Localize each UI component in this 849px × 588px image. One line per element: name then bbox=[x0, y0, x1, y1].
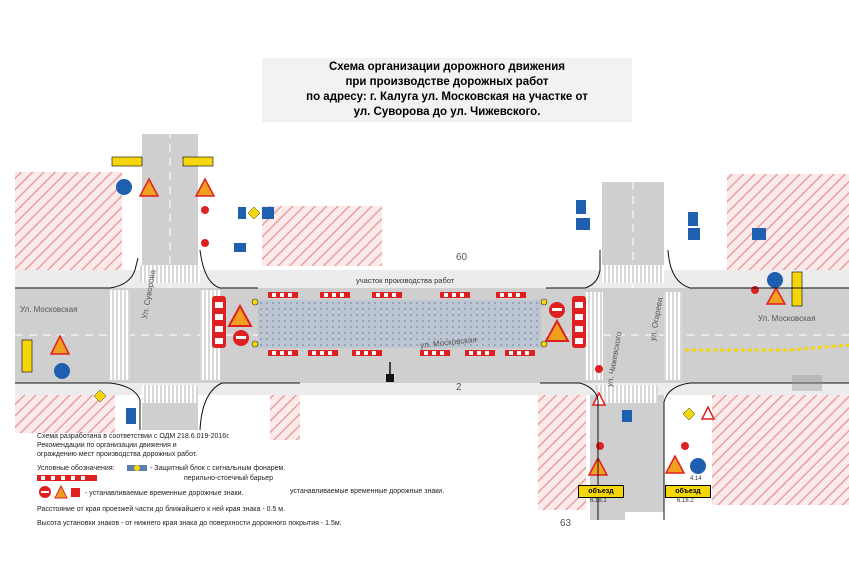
barrier-left-end bbox=[212, 296, 226, 348]
crosswalks bbox=[110, 265, 682, 403]
legend-signs-icon bbox=[39, 484, 80, 499]
note-distance: Расстояние от края проезжей части до бли… bbox=[37, 506, 286, 513]
legend-block: - Защитный блок с сигнальным фонарем. bbox=[150, 465, 286, 472]
roadwork-sign-right bbox=[544, 318, 570, 342]
building-top-right bbox=[727, 174, 849, 274]
legend-signs: - устанавливаемые временные дорожные зна… bbox=[85, 490, 244, 497]
detour-sign-right: объезд bbox=[665, 485, 711, 498]
building-bottom-right-b bbox=[712, 395, 849, 505]
sign-code-6181: 6.18.1 bbox=[590, 498, 607, 504]
street-moskovskaya-left: Ул. Московская bbox=[20, 305, 78, 314]
note-line-1: Схема разработана в соответствии с ОДМ 2… bbox=[37, 433, 230, 440]
note-line-3: ограждению мест производства дорожных ра… bbox=[37, 451, 198, 458]
title-line-3: по адресу: г. Калуга ул. Московская на у… bbox=[306, 91, 588, 103]
building-number-2: 2 bbox=[456, 382, 462, 393]
building-top-mid bbox=[262, 206, 382, 266]
title-line-4: ул. Суворова до ул. Чижевского. bbox=[353, 106, 541, 118]
diagram-title: Схема организации дорожного движения при… bbox=[262, 58, 632, 122]
barrier-row-bottom bbox=[268, 350, 535, 356]
work-zone bbox=[212, 292, 586, 356]
legend-barrier: перильно-стоечный барьер bbox=[184, 475, 273, 482]
work-zone-label: участок производства работ bbox=[356, 276, 455, 285]
sign-code-6182: 6.18.2 bbox=[677, 498, 694, 504]
detour-sign-left: объезд bbox=[578, 485, 624, 498]
detour-label-right: объезд bbox=[675, 488, 701, 495]
legend-title: Условные обозначения: bbox=[37, 465, 115, 472]
detour-label-left: объезд bbox=[588, 488, 614, 495]
redaction-patch bbox=[15, 14, 247, 134]
street-moskovskaya-right: Ул. Московская bbox=[758, 314, 816, 323]
title-line-2: при производстве дорожных работ bbox=[345, 76, 549, 88]
curb-lines bbox=[15, 249, 849, 520]
building-number-63: 63 bbox=[560, 518, 572, 529]
roadwork-sign-left bbox=[227, 303, 253, 327]
legend-block-icon bbox=[127, 465, 147, 471]
title-line-1: Схема организации дорожного движения bbox=[329, 61, 565, 73]
sign-code-414: 4.14 bbox=[690, 476, 702, 482]
work-zone-area bbox=[258, 300, 541, 348]
legend-barrier-icon bbox=[37, 475, 97, 481]
barrier-row-top bbox=[268, 292, 526, 298]
building-number-60: 60 bbox=[456, 252, 468, 263]
legend-signs-2: устанавливаемые временные дорожные знаки… bbox=[290, 488, 445, 495]
note-line-2: Рекомендации по организации движения и bbox=[37, 442, 177, 449]
road-sign-groups bbox=[21, 156, 803, 476]
note-height: Высота установки знаков - от нижнего кра… bbox=[37, 520, 342, 527]
barrier-right-end bbox=[572, 296, 586, 348]
work-zone-signs bbox=[227, 302, 570, 346]
signal-lamps bbox=[251, 298, 548, 348]
